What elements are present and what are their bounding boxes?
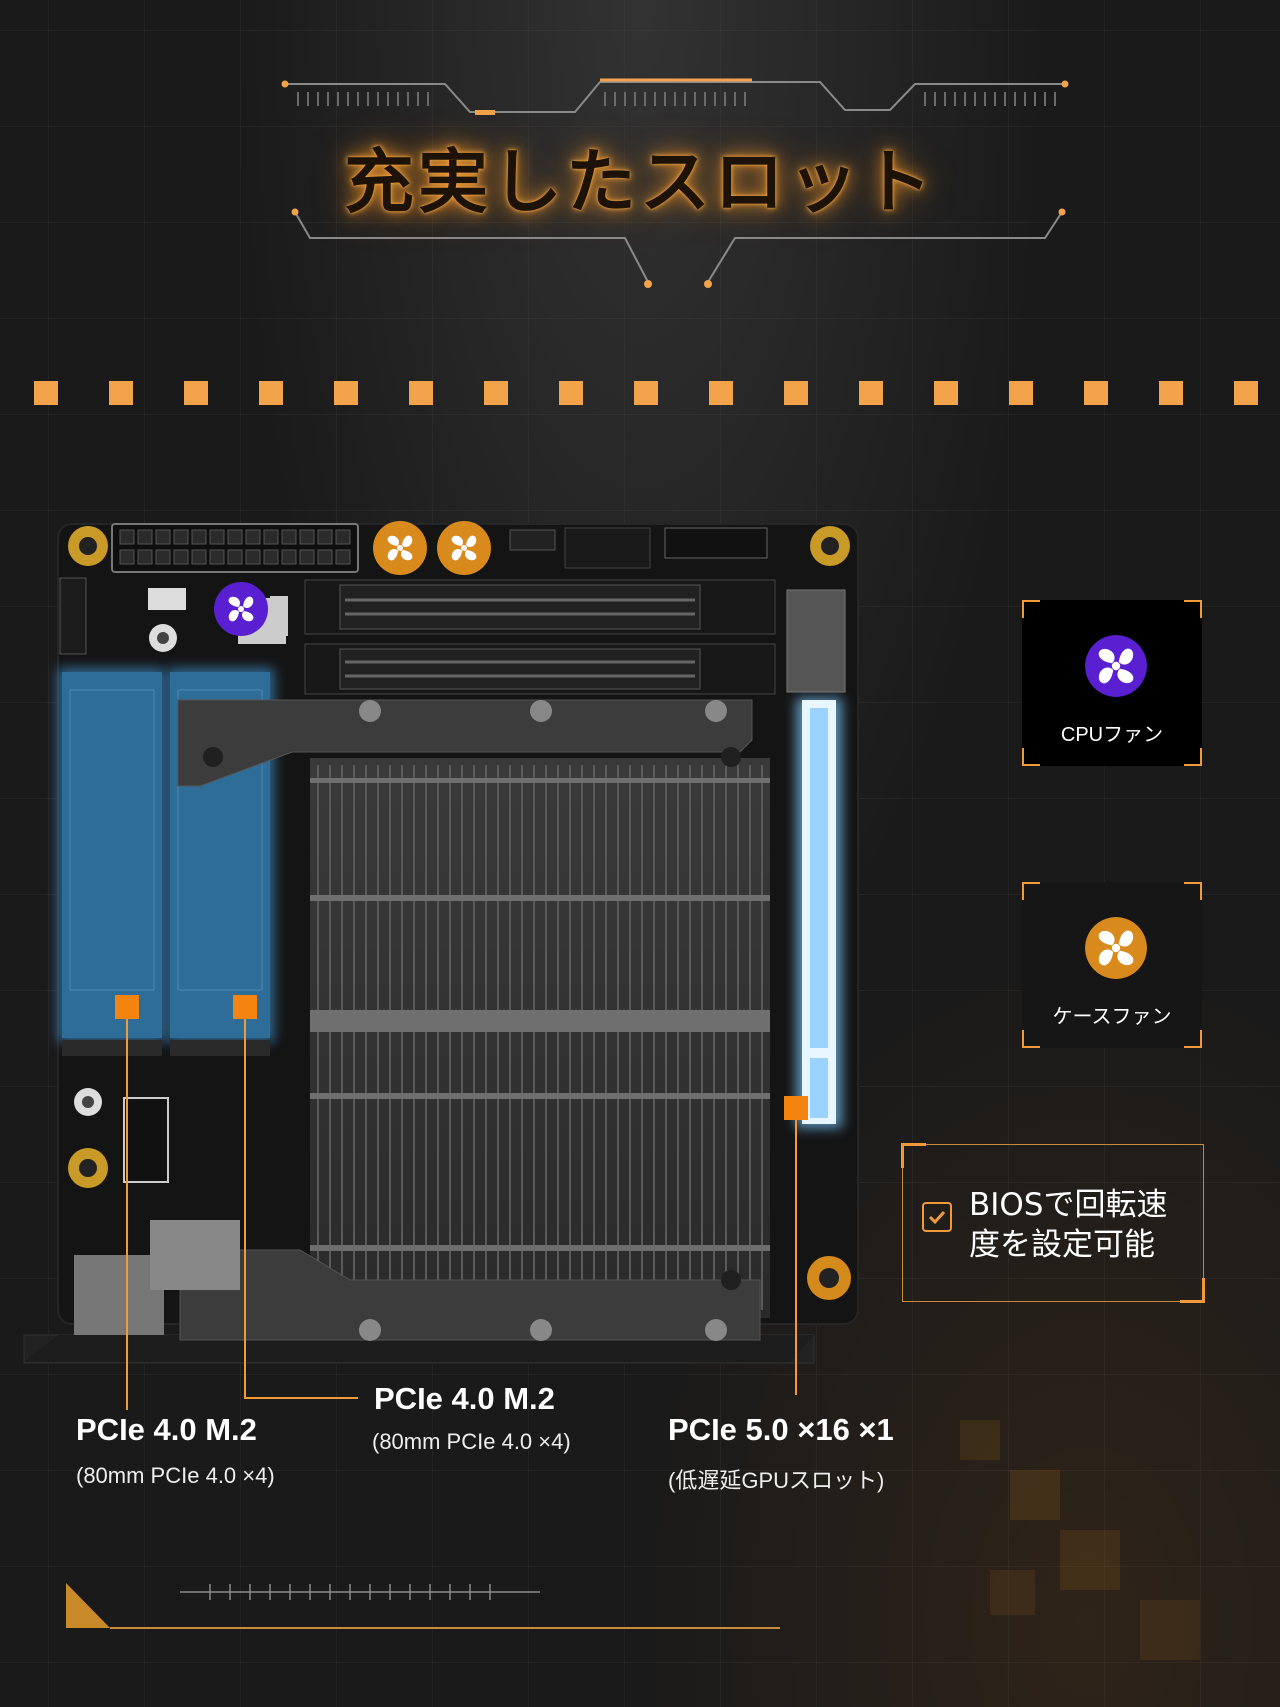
slot-sub-m2-2: (80mm PCIe 4.0 ×4) <box>372 1429 571 1454</box>
fan-icon <box>1085 917 1147 979</box>
case-fan-marker-1 <box>373 521 427 575</box>
slot-label-m2-1: PCIe 4.0 M.2 <box>76 1412 257 1447</box>
motherboard-illustration <box>23 523 859 1364</box>
fan-icon <box>1085 635 1147 697</box>
case-fan-card: ケースファン <box>1022 882 1202 1048</box>
page-title: 充実したスロット <box>344 141 936 223</box>
cpu-fan-label: CPUファン <box>1060 724 1164 746</box>
divider-dashes <box>34 381 1274 405</box>
check-icon <box>922 1202 952 1232</box>
bios-text: BIOSで回転速 度を設定可能 <box>969 1185 1199 1265</box>
slot-sub-m2-1: (80mm PCIe 4.0 ×4) <box>76 1463 275 1488</box>
case-fan-label: ケースファン <box>1052 1006 1172 1028</box>
slot-sub-pcie: (低遅延GPUスロット) <box>668 1468 885 1493</box>
case-fan-marker-2 <box>437 521 491 575</box>
slot-label-pcie: PCIe 5.0 ×16 ×1 <box>668 1412 894 1447</box>
cpu-fan-marker <box>214 582 268 636</box>
slot-label-m2-2: PCIe 4.0 M.2 <box>374 1381 555 1416</box>
cpu-fan-card: CPUファン <box>1022 600 1202 766</box>
title-frame <box>281 78 1069 288</box>
board-fan-icons <box>214 521 491 636</box>
bios-setting-box: BIOSで回転速 度を設定可能 <box>901 1143 1205 1303</box>
bios-line-2: 度を設定可能 <box>969 1227 1155 1263</box>
bios-line-1: BIOSで回転速 <box>969 1187 1168 1223</box>
